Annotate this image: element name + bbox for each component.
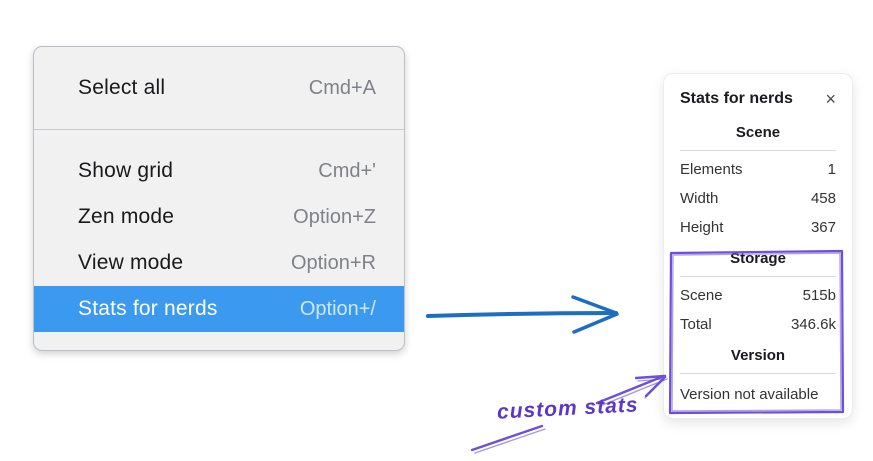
menu-item-shortcut: Option+Z: [293, 205, 376, 228]
stats-panel-header: Stats for nerds ×: [680, 90, 836, 108]
menu-item-zen-mode[interactable]: Zen mode Option+Z: [34, 194, 404, 240]
section-version-header: Version: [730, 347, 786, 364]
stat-value: 346.6k: [790, 316, 836, 333]
menu-item-stats-for-nerds[interactable]: Stats for nerds Option+/: [34, 286, 404, 332]
stat-label: Total: [680, 316, 712, 333]
section-version: Version Version not available: [680, 347, 836, 403]
stat-label: Width: [680, 190, 719, 207]
menu-group-top: Select all Cmd+A: [34, 65, 404, 111]
stats-panel-title: Stats for nerds: [680, 90, 793, 107]
stat-row-scene: Scene 515b: [680, 281, 836, 310]
menu-group-bottom: Show grid Cmd+' Zen mode Option+Z View m…: [34, 148, 404, 332]
menu-item-select-all[interactable]: Select all Cmd+A: [34, 65, 404, 111]
context-menu: Select all Cmd+A Show grid Cmd+' Zen mod…: [33, 46, 405, 351]
section-rule: [680, 150, 836, 151]
menu-item-shortcut: Option+/: [299, 297, 376, 320]
annotation-label: custom stats: [496, 393, 640, 424]
section-rule: [680, 373, 836, 374]
menu-item-view-mode[interactable]: View mode Option+R: [34, 240, 404, 286]
section-storage: Storage Scene 515b Total 346.6k: [680, 250, 836, 339]
section-scene-header: Scene: [735, 124, 781, 141]
stat-value: 367: [810, 219, 836, 236]
menu-item-show-grid[interactable]: Show grid Cmd+': [34, 148, 404, 194]
menu-item-shortcut: Cmd+': [318, 159, 376, 182]
menu-divider: [34, 129, 404, 130]
stat-row-height: Height 367: [680, 213, 836, 242]
stat-value: 1: [827, 161, 836, 178]
menu-item-label: Stats for nerds: [78, 297, 218, 320]
stat-value: 515b: [802, 287, 836, 304]
stat-label: Elements: [680, 161, 743, 178]
menu-item-label: Select all: [78, 76, 166, 99]
menu-item-shortcut: Option+R: [290, 251, 376, 274]
menu-item-label: Show grid: [78, 159, 174, 182]
stat-label: Scene: [680, 287, 723, 304]
section-rule: [680, 276, 836, 277]
close-icon[interactable]: ×: [825, 89, 836, 109]
menu-item-label: Zen mode: [78, 205, 175, 228]
section-scene: Scene Elements 1 Width 458 Height 367: [680, 124, 836, 242]
menu-item-shortcut: Cmd+A: [308, 76, 376, 99]
stats-panel: Stats for nerds × Scene Elements 1 Width…: [663, 73, 853, 419]
stat-row-elements: Elements 1: [680, 155, 836, 184]
stat-row-width: Width 458: [680, 184, 836, 213]
stat-label: Height: [680, 219, 724, 236]
section-storage-header: Storage: [730, 250, 786, 267]
menu-item-label: View mode: [78, 251, 184, 274]
stat-row-total: Total 346.6k: [680, 310, 836, 339]
version-note: Version not available: [680, 386, 819, 403]
stat-value: 458: [810, 190, 836, 207]
pointer-arrow: [426, 295, 619, 334]
